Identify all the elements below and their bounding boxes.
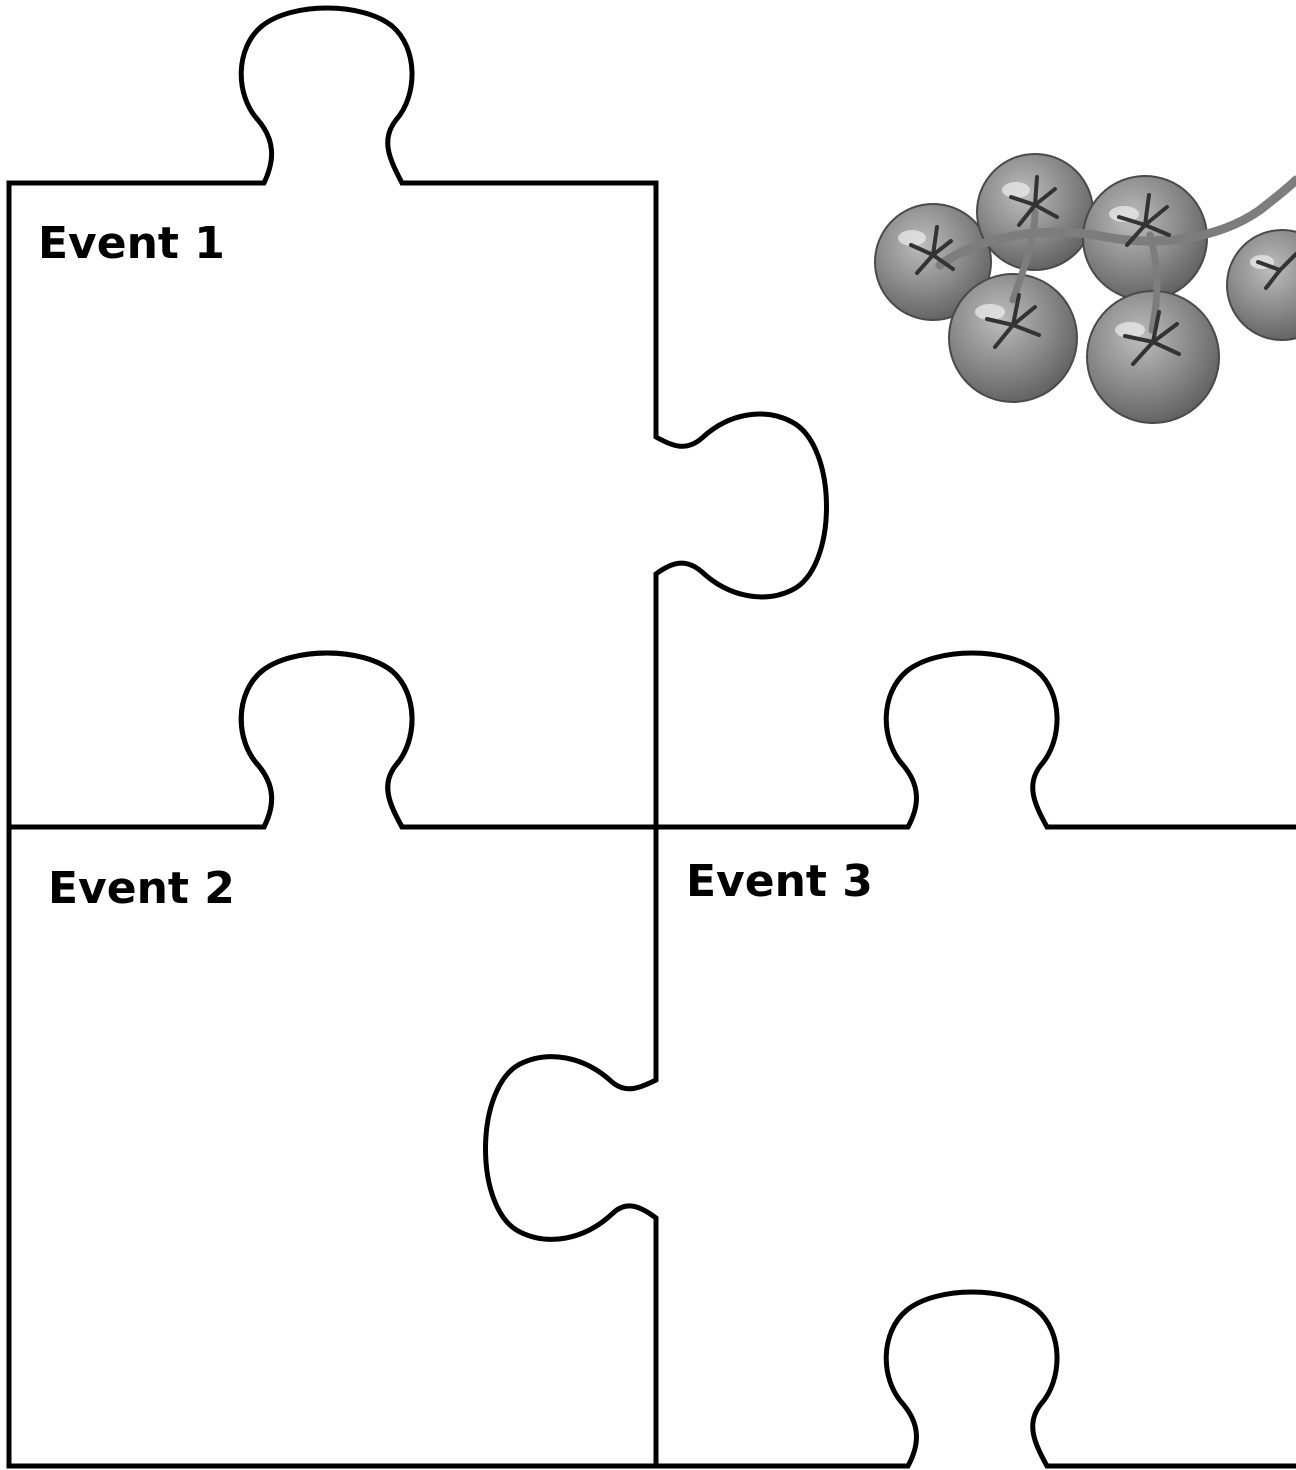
piece-outline: [656, 653, 1296, 827]
piece-label-event-1: Event 1: [38, 218, 225, 269]
piece-label-event-3: Event 3: [686, 856, 873, 907]
piece-label-event-2: Event 2: [48, 863, 235, 914]
piece-outline: [9, 653, 656, 1466]
piece-outline-bottom-tab: [656, 1292, 1296, 1466]
piece-outline: [9, 8, 827, 827]
puzzle-piece-event-3: Event 3: [656, 653, 1296, 1466]
cherry-tomato-vine-icon: [875, 154, 1296, 423]
puzzle-piece-event-1: Event 1: [9, 8, 827, 827]
puzzle-piece-event-2: Event 2: [9, 653, 656, 1466]
